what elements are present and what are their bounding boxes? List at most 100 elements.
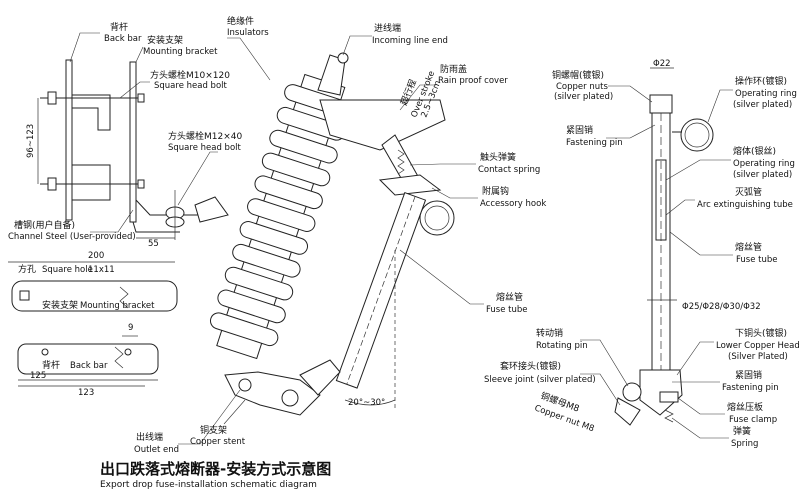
label-phi22: Φ22 [653, 59, 671, 69]
rain-cover [319, 99, 446, 151]
leader-bolt1 [119, 81, 150, 99]
label-lower-head-en1: Lower Copper Head [716, 341, 800, 351]
label-square-hole-size: 11x11 [88, 265, 115, 275]
fuse-tube-axis [346, 196, 416, 385]
leader-copper-stent [223, 399, 246, 425]
title-zh: 出口跌落式熔断器-安装方式示意图 [100, 460, 331, 478]
label-fastening-pin2-en: Fastening pin [722, 383, 779, 393]
label-arc-tube-zh: 灭弧管 [735, 186, 762, 198]
leader-copper-nuts [608, 85, 653, 103]
label-melt-en1: Operating ring [733, 159, 795, 169]
dim-123: 123 [78, 388, 94, 398]
label-insulator-zh: 绝缘件 [227, 15, 254, 27]
label-melt-en2: (silver plated) [733, 170, 792, 180]
insulator-sheds [209, 84, 353, 347]
bracket-plan-detail: 200 方孔 Square hole 11x11 安装支架 Mounting b… [8, 251, 178, 312]
leader-mounting-bracket [135, 46, 144, 63]
bolt-head-upper [47, 91, 57, 105]
leader-fuse-tube-right [669, 231, 733, 256]
label-mounting-bracket2-en: Mounting bracket [80, 301, 155, 311]
label-channel-steel-en: Channel Steel (User-provided) [8, 232, 136, 242]
spring [664, 409, 674, 423]
bracket-arm-lower [132, 221, 180, 233]
operating-ring-right [680, 118, 714, 152]
label-lower-head-zh: 下铜头(镀银) [735, 327, 787, 339]
label-spring-zh: 弹簧 [733, 425, 751, 437]
label-mounting-bracket-en: Mounting bracket [143, 47, 218, 57]
leader-contact-spring [409, 163, 476, 166]
label-sleeve-zh: 套环接头(镀银) [500, 360, 561, 372]
operating-ring-mid-inner [424, 205, 450, 231]
sleeve-joint [614, 397, 641, 426]
leader-lower-head [676, 341, 714, 376]
nut-upper [137, 93, 145, 103]
leader-outlet [178, 389, 241, 445]
label-fuse-tube-right-zh: 熔丝管 [735, 241, 762, 253]
label-fuse-clamp-zh: 熔丝压板 [727, 401, 763, 413]
incoming-bolt [337, 52, 349, 64]
leader-bolt2 [177, 151, 218, 206]
label-rot-pin-zh: 转动销 [536, 327, 563, 339]
leader-insulator [227, 37, 271, 81]
leader-channel-steel [90, 209, 134, 233]
label-copper-nuts-zh: 铜螺帽(镀银) [552, 69, 604, 81]
label-accessory-hook-en: Accessory hook [480, 199, 546, 209]
label-rain-cover-en: Rain proof cover [438, 76, 508, 86]
upper-contact [317, 52, 455, 236]
square-hole [19, 290, 30, 301]
accessory-hook-base [378, 174, 442, 196]
copper-nut-cap [649, 94, 673, 114]
mounting-bracket-plan [11, 280, 178, 312]
label-copper-stent-en: Copper stent [190, 437, 246, 447]
label-outlet-en: Outlet end [134, 445, 179, 455]
label-fuse-tube-mid-en: Fuse tube [486, 305, 528, 315]
back-bar-assembly: 96~123 55 [26, 59, 229, 249]
fuse-tube-mid [335, 191, 427, 389]
label-back-bar2-en: Back bar [70, 361, 108, 371]
label-fastening-pin-zh: 紧固销 [566, 124, 593, 136]
back-bar [65, 59, 73, 221]
label-mounting-bracket2-zh: 安装支架 [42, 299, 78, 311]
label-copper-nuts-en1: Copper nuts [556, 82, 608, 92]
lower-hinge [281, 389, 299, 407]
label-contact-spring-en: Contact spring [478, 165, 540, 175]
contact-spring [397, 149, 405, 175]
leader-sleeve [580, 373, 621, 406]
operating-ring-right-inner [684, 122, 710, 148]
leader-incoming [342, 35, 372, 56]
label-insulator-en: Insulators [227, 28, 269, 38]
label-fastening-pin2-zh: 紧固销 [735, 369, 762, 381]
leader-fuse-tube-mid [399, 249, 484, 305]
label-rot-pin-en: Rotating pin [536, 341, 588, 351]
back-bar-hole-1 [41, 348, 49, 356]
label-bolt2-en: Square head bolt [168, 143, 242, 153]
label-accessory-hook-zh: 附属钩 [482, 185, 509, 197]
label-back-bar2-zh: 背杆 [42, 359, 60, 371]
insulator-clamp [194, 196, 229, 223]
label-fastening-pin-en: Fastening pin [566, 138, 623, 148]
leader-rain-cover [399, 84, 436, 111]
label-copper-stent-zh: 铜支架 [200, 424, 227, 436]
label-arc-tube-en: Arc extinguishing tube [697, 200, 793, 210]
leader-accessory-hook [431, 187, 478, 199]
label-sleeve-en: Sleeve joint (silver plated) [484, 375, 596, 385]
label-square-hole-zh: 方孔 [18, 263, 36, 275]
bracket-break-mark [119, 286, 129, 309]
label-op-ring-zh: 操作环(镀银) [735, 75, 787, 87]
label-melt-zh: 熔体(银丝) [733, 145, 776, 157]
label-angle: 20°~30° [348, 398, 385, 408]
label-rain-cover-zh: 防雨盖 [440, 63, 467, 75]
label-op-ring-en2: (silver plated) [733, 100, 792, 110]
lower-contact [224, 359, 341, 416]
label-mounting-bracket-zh: 安装支架 [147, 34, 183, 46]
label-incoming-zh: 进线端 [374, 22, 401, 34]
left-labels: 背杆 Back bar 安装支架 Mounting bracket 方头螺栓M1… [8, 21, 242, 242]
label-fuse-tube-mid-zh: 熔丝管 [496, 291, 523, 303]
angle-arc [344, 399, 396, 406]
label-copper-nuts-en2: (silver plated) [554, 92, 613, 102]
label-bolt2-zh: 方头螺栓M12×40 [168, 130, 242, 142]
leader-melt [665, 159, 731, 181]
lower-tube-end [299, 359, 341, 396]
